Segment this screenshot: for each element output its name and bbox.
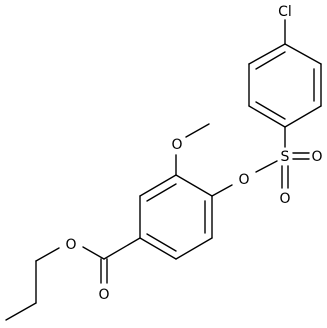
bond xyxy=(146,183,177,202)
bond-o-c xyxy=(211,184,233,197)
bond xyxy=(139,237,177,260)
bond xyxy=(175,174,213,197)
atom-label-ester-oxygen: O xyxy=(65,237,76,253)
atom-label-sulfonyl-oxygen-upper: O xyxy=(311,149,322,165)
bond xyxy=(248,105,286,128)
bond-s-o xyxy=(255,160,278,173)
bond-o-ch3 xyxy=(185,123,210,138)
bond-o-ch2 xyxy=(35,247,60,262)
bond-ch2-ch3 xyxy=(5,302,37,321)
chlorophenyl-ring xyxy=(248,43,322,128)
bond xyxy=(255,101,286,120)
benzoate-ring xyxy=(139,174,213,260)
bond xyxy=(284,43,322,65)
atom-label-carbonyl-oxygen: O xyxy=(98,287,109,303)
atom-label-methoxy-oxygen: O xyxy=(171,137,182,153)
bond xyxy=(255,51,286,70)
bond xyxy=(146,233,177,252)
bond xyxy=(248,43,286,65)
atom-label-chlorine: Cl xyxy=(278,4,292,20)
atom-label-sulfur: S xyxy=(281,149,290,165)
atom-label-sulfonyl-oxygen-lower: O xyxy=(279,191,290,207)
bond xyxy=(284,105,322,128)
bond-c-o-ester xyxy=(82,246,105,260)
bond-c-c-carbonyl xyxy=(103,237,141,260)
bond xyxy=(175,237,213,260)
atom-label-sulfonate-ester-oxygen: O xyxy=(238,172,249,188)
bond xyxy=(139,174,177,197)
